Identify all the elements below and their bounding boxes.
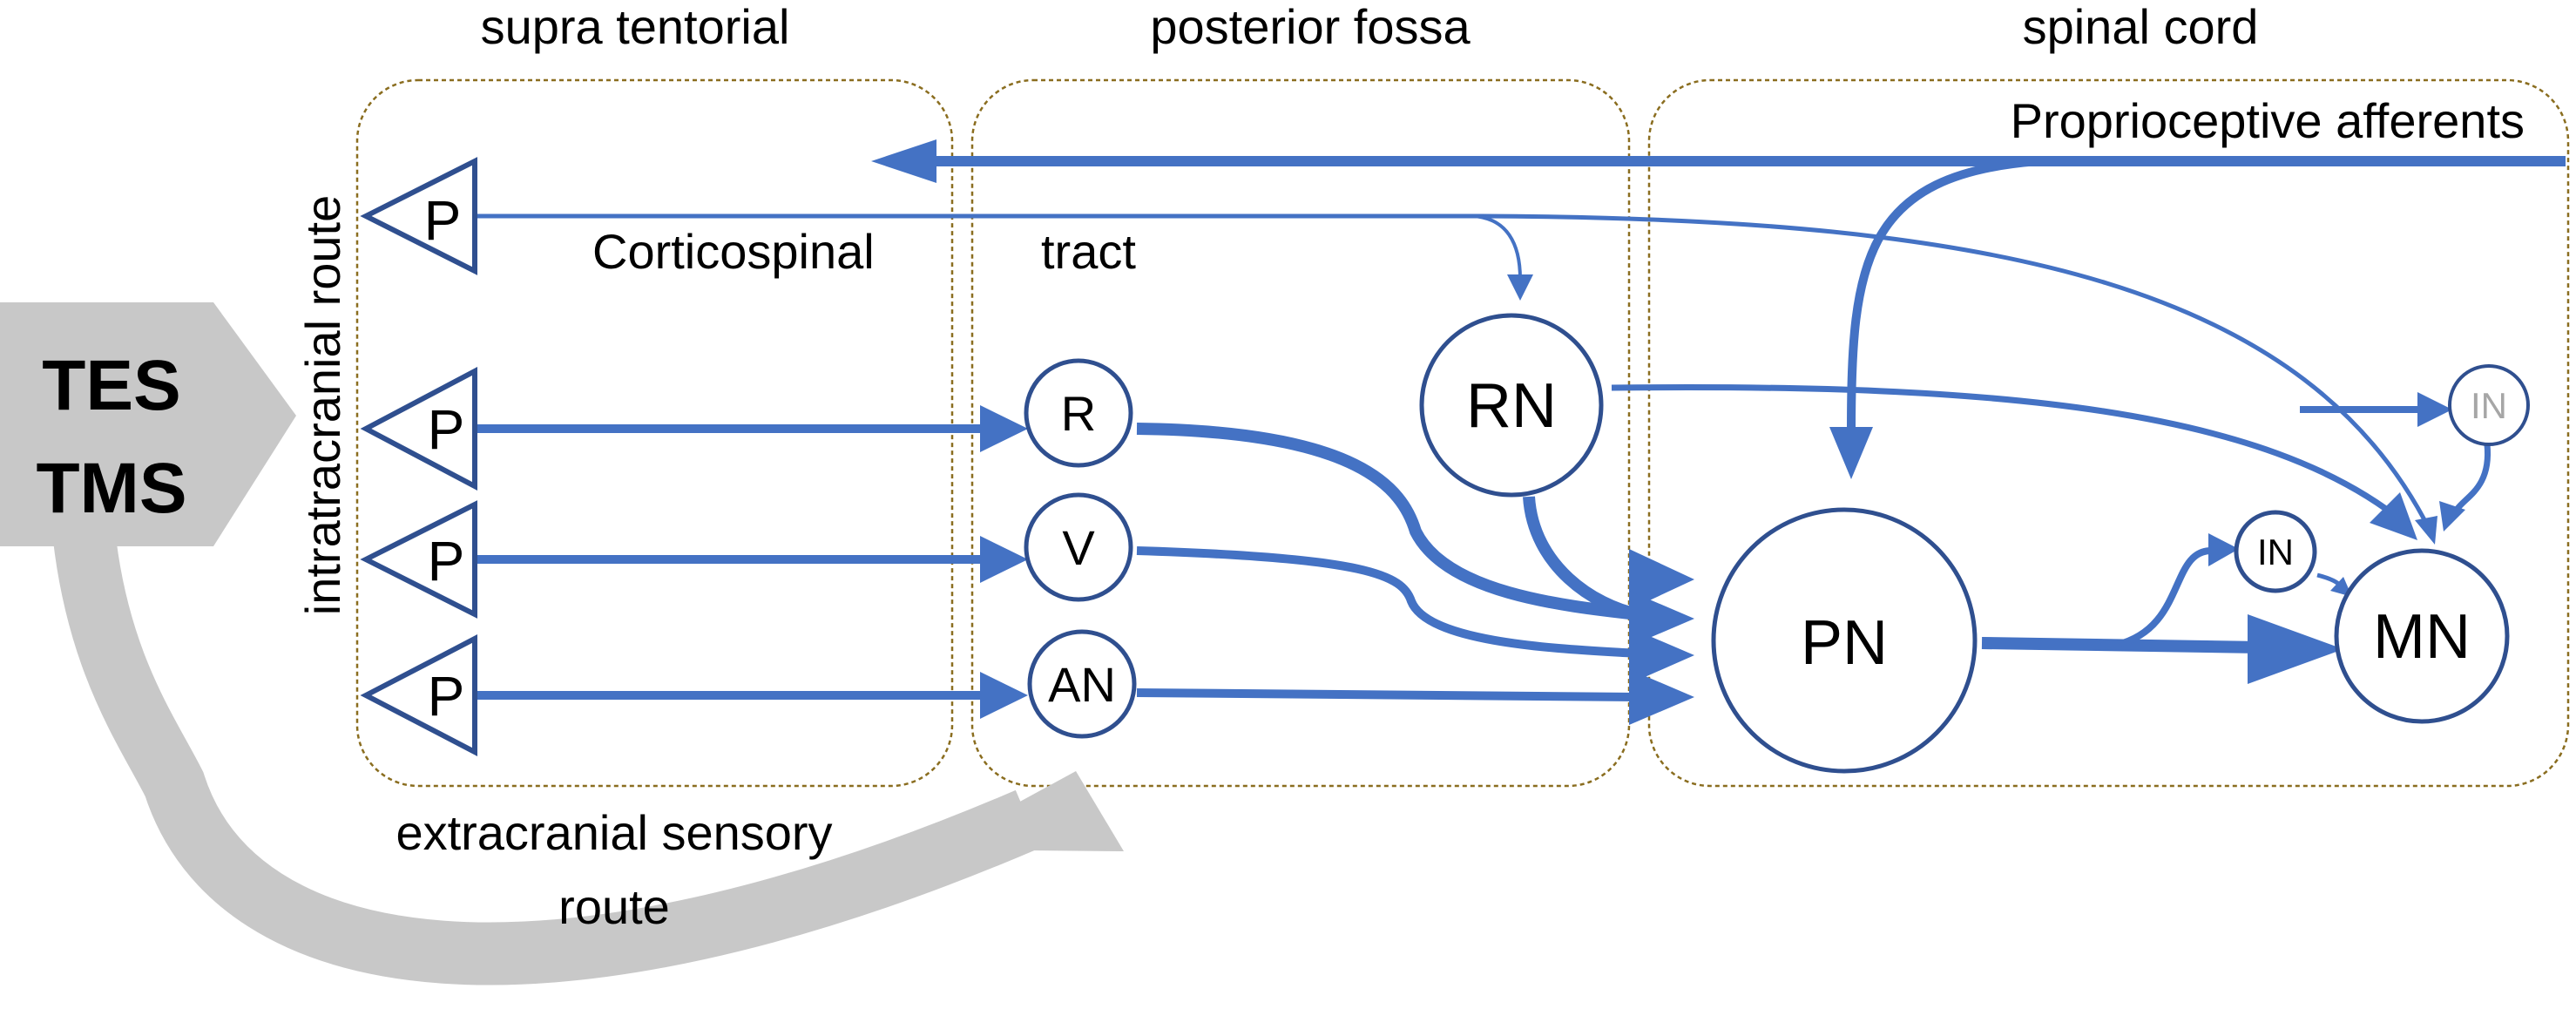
neuron-in-small-label: IN	[2257, 532, 2294, 572]
neuron-v	[1024, 492, 1133, 602]
region-title-supra-tentorial: supra tentorial	[481, 0, 790, 54]
pyramidal-neuron-1	[360, 157, 477, 275]
region-box-supra-tentorial	[355, 78, 954, 788]
intracranial-route-label: intratracranial route	[295, 195, 350, 615]
rn-to-pn-line	[1523, 496, 1640, 620]
neuron-pn	[1711, 507, 1978, 774]
stimulus-label-tms: TMS	[36, 449, 186, 528]
p-to-v-arrowhead	[980, 536, 1028, 583]
pyramidal-neuron-4	[360, 634, 477, 756]
neuron-in-small	[2234, 510, 2317, 593]
proprioceptive-to-pn-arrowhead	[1829, 427, 1873, 479]
rn-to-mn-line	[1611, 383, 2407, 525]
extracranial-route-arrow	[51, 519, 1041, 985]
corticospinal-tract-line	[453, 213, 2433, 533]
region-title-posterior-fossa: posterior fossa	[1150, 0, 1471, 54]
neuron-pn-label: PN	[1801, 608, 1888, 678]
region-box-posterior-fossa	[970, 78, 1631, 788]
pyramidal-neuron-4-label: P	[428, 665, 465, 728]
pyramidal-neuron-1-label: P	[424, 189, 462, 252]
pyramidal-neuron-2	[360, 367, 477, 491]
extracranial-route-label-line1: extracranial sensory	[396, 805, 832, 860]
neuron-an-label: AN	[1048, 657, 1116, 712]
corticospinal-branch-to-rn	[1471, 214, 1522, 280]
proprioceptive-afferents-label: Proprioceptive afferents	[2011, 93, 2525, 148]
an-to-pn-line	[1136, 688, 1639, 701]
extracranial-route-label-line2: route	[558, 879, 670, 934]
region-title-spinal-cord: spinal cord	[2023, 0, 2259, 54]
corticospinal-branch-arrowhead	[1507, 274, 1533, 301]
proprioceptive-arrowhead	[871, 139, 936, 183]
in-faded-to-mn-line	[2454, 444, 2491, 512]
stimulus-label-tes: TES	[42, 346, 180, 425]
corticospinal-to-mn-arrowhead	[2415, 516, 2437, 545]
pyramidal-neuron-3-label: P	[428, 530, 465, 593]
r-to-pn-line	[1136, 423, 1639, 620]
neuron-mn	[2334, 548, 2510, 724]
p-to-an-arrowhead	[980, 672, 1028, 719]
corticospinal-label: Corticospinal	[592, 224, 875, 279]
an-to-pn-arrowhead	[1629, 669, 1694, 725]
region-box-spinal-cord	[1647, 78, 2570, 788]
neuron-r	[1024, 358, 1133, 468]
neuron-in-faded	[2448, 364, 2530, 446]
neuron-v-label: V	[1062, 520, 1095, 575]
neuron-rn-label: RN	[1466, 371, 1557, 441]
r-to-pn-arrowhead	[1629, 549, 1694, 610]
neuron-r-label: R	[1061, 386, 1096, 441]
neuron-rn	[1419, 313, 1604, 498]
pyramidal-neuron-3	[360, 500, 477, 619]
p-to-r-arrowhead	[980, 405, 1028, 452]
stimulus-shape	[0, 302, 296, 546]
rn-to-mn-arrowhead	[2370, 492, 2417, 540]
pyramidal-neuron-2-label: P	[428, 398, 465, 461]
pn-to-in-small-arrowhead	[2208, 533, 2239, 566]
pn-to-mn-arrowhead	[2248, 614, 2343, 684]
neuron-mn-label: MN	[2373, 602, 2471, 672]
in-faded-to-mn-arrowhead	[2439, 501, 2465, 532]
v-to-pn-arrowhead	[1629, 627, 1694, 684]
neuron-an	[1027, 629, 1137, 739]
extracranial-route-arrowhead	[932, 771, 1124, 851]
pn-to-in-small-line	[2115, 546, 2214, 648]
tract-label: tract	[1041, 224, 1136, 279]
neuron-in-faded-label: IN	[2471, 385, 2507, 426]
rn-to-in-faded-arrowhead	[2417, 392, 2452, 427]
v-to-pn-line	[1136, 546, 1639, 658]
rn-to-pn-arrowhead	[1629, 591, 1694, 647]
